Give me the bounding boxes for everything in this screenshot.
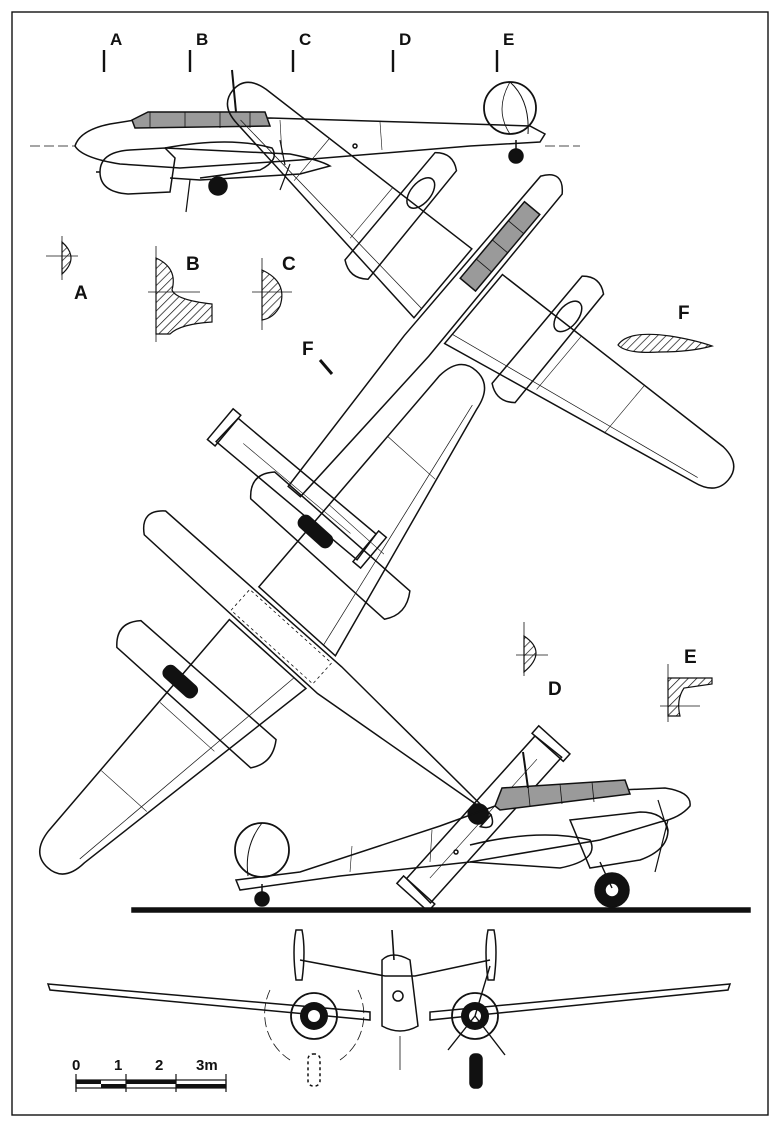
scale-tick-1: 1 — [114, 1057, 122, 1074]
section-a — [46, 236, 78, 280]
marker-e: E — [503, 30, 515, 49]
scale-tick-2: 2 — [155, 1057, 163, 1074]
marker-d: D — [399, 30, 412, 49]
plan-view-lower — [38, 363, 572, 913]
section-f-airfoil — [617, 333, 715, 353]
section-label-f: F — [678, 303, 690, 324]
front-view — [46, 929, 732, 1089]
plan-view-upper — [206, 81, 735, 570]
marker-a: A — [110, 30, 123, 49]
section-label-c: C — [282, 254, 296, 275]
section-label-b: B — [186, 254, 200, 275]
side-canopy — [131, 111, 272, 129]
side-canopy-2 — [494, 779, 632, 811]
section-label-f-cut: F — [302, 339, 314, 360]
section-label-d: D — [548, 679, 562, 700]
scale-bar: 0 1 2 3m — [72, 1057, 227, 1092]
section-markers — [102, 50, 499, 72]
sheet-border — [11, 11, 769, 1116]
side-view-bottom — [131, 751, 751, 913]
scale-tick-0: 0 — [72, 1057, 80, 1074]
section-c — [252, 258, 292, 330]
section-e — [660, 664, 713, 722]
section-label-a: A — [74, 283, 88, 304]
side-view-top — [30, 69, 580, 213]
marker-c: C — [299, 30, 312, 49]
section-label-e: E — [684, 647, 697, 668]
scale-tick-3m: 3m — [196, 1057, 218, 1074]
section-b — [148, 246, 213, 342]
marker-b: B — [196, 30, 209, 49]
section-d — [516, 622, 548, 676]
section-f-cut-mark — [318, 359, 334, 375]
